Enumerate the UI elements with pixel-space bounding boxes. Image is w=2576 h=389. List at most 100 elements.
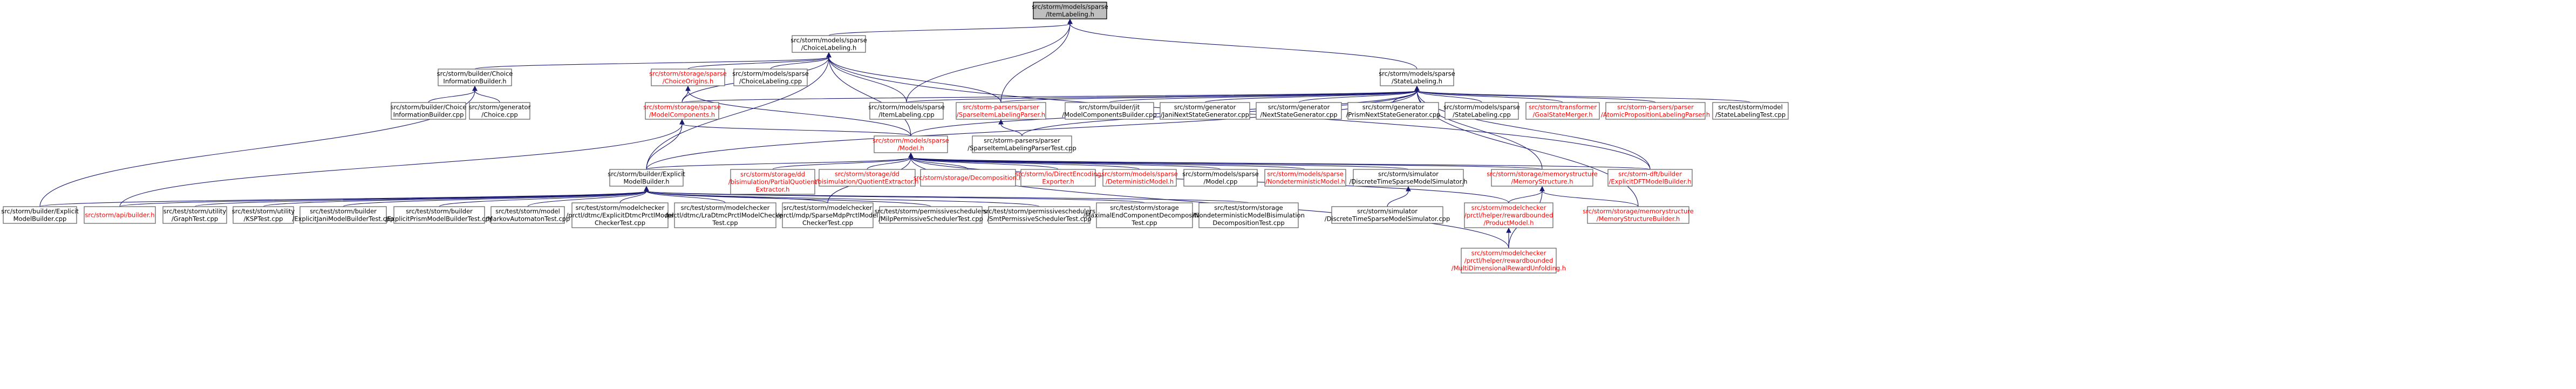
dependency-edge [828, 23, 1071, 36]
node-label-line: /SparseItemLabelingParserTest.cpp [967, 145, 1076, 152]
graph-node-nondeterministic-model[interactable]: src/storm/models/sparse/Nondeterministic… [1264, 169, 1346, 187]
node-label-line: src/test/storm/model [495, 208, 560, 215]
dependency-edge [1000, 90, 1418, 103]
node-box [299, 206, 387, 224]
node-label-line: /GraphTest.cpp [172, 215, 218, 223]
graph-node-nondet-bisim-test[interactable]: src/test/storm/storage/NondeterministicM… [1192, 202, 1305, 228]
node-label-line: /NondeterministicModel.h [1265, 178, 1345, 186]
node-label-line: src/storm/simulator [1357, 208, 1418, 215]
graph-node-jani-builder-test[interactable]: src/test/storm/builder/ExplicitJaniModel… [292, 206, 394, 224]
graph-node-next-state[interactable]: src/storm/generator/NextStateGenerator.c… [1256, 102, 1342, 120]
node-label-line: /ItemLabeling.cpp [878, 111, 934, 119]
dependency-edge [646, 190, 1040, 207]
graph-node-explicit-model-builder-cpp[interactable]: src/storm/builder/ExplicitModelBuilder.c… [1, 206, 79, 224]
graph-node-model-cpp[interactable]: src/storm/models/sparse/Model.cpp [1182, 169, 1259, 187]
graph-node-item-labeling-cpp[interactable]: src/storm/models/sparse/ItemLabeling.cpp [868, 102, 945, 120]
graph-node-choice-cpp[interactable]: src/storm/generator/Choice.cpp [469, 102, 531, 120]
node-box [1525, 102, 1600, 120]
graph-node-sparse-mdp-test[interactable]: src/test/storm/modelchecker/prctl/mdp/Sp… [778, 202, 878, 228]
node-label-line: /KSPTest.cpp [244, 215, 283, 223]
node-label-line: /DeterministicModel.h [1106, 178, 1174, 186]
graph-node-sparse-item-parser-h[interactable]: src/storm-parsers/parser/SparseItemLabel… [956, 102, 1046, 120]
graph-node-product-model-h[interactable]: src/storm/modelchecker/prctl/helper/rewa… [1464, 202, 1553, 228]
graph-node-maximal-end-component[interactable]: src/test/storm/storage/MaximalEndCompone… [1083, 202, 1206, 228]
node-box [1102, 169, 1177, 187]
graph-node-dtsm-simulator-h[interactable]: src/storm/simulator/DiscreteTimeSparseMo… [1350, 169, 1468, 187]
graph-node-memory-structure-h[interactable]: src/storm/storage/memorystructure/Memory… [1487, 169, 1598, 187]
node-label-line: /MarkovAutomatonTest.cpp [486, 215, 570, 223]
graph-node-choice-info-builder-h[interactable]: src/storm/builder/ChoiceInformationBuild… [437, 69, 513, 86]
graph-node-jit-components-builder[interactable]: src/storm/builder/jit/ModelComponentsBui… [1062, 102, 1157, 120]
graph-node-quotient-extractor[interactable]: src/storm/storage/dd/bisimulation/Quotie… [816, 169, 919, 187]
dependency-edge [906, 90, 1418, 103]
node-label-line: /GoalStateMerger.h [1532, 111, 1592, 119]
dependency-edge [1298, 90, 1418, 103]
graph-node-parser-test-cpp[interactable]: src/storm-parsers/parser/SparseItemLabel… [967, 135, 1076, 153]
graph-node-prism-builder-test[interactable]: src/test/storm/builder/ExplicitPrismMode… [385, 206, 493, 224]
graph-node-state-labeling-h[interactable]: src/storm/models/sparse/StateLabeling.h [1379, 69, 1455, 86]
graph-node-choice-info-builder-cpp[interactable]: src/storm/builder/ChoiceInformationBuild… [391, 102, 467, 120]
node-label-line: /JaniNextStateGenerator.cpp [1161, 111, 1249, 119]
graph-node-model-components-h[interactable]: src/storm/storage/sparse/ModelComponents… [643, 102, 721, 120]
node-label-line: /NextStateGenerator.cpp [1260, 111, 1337, 119]
dependency-edge [1416, 90, 1751, 103]
node-label-line: /MemoryStructure.h [1511, 178, 1573, 186]
edge-arrowhead [644, 186, 649, 192]
graph-node-api-builder[interactable]: src/storm/api/builder.h [84, 206, 156, 224]
dependency-edge [828, 57, 911, 137]
graph-node-dtsm-simulator-cpp[interactable]: src/storm/simulator/DiscreteTimeSparseMo… [1325, 206, 1450, 224]
graph-node-prism-next-state[interactable]: src/storm/generator/PrismNextStateGenera… [1346, 102, 1441, 120]
node-label-line: src/storm/storage/dd [835, 170, 899, 178]
graph-node-smt-permissive[interactable]: src/test/storm/permissiveschedulers/SmtP… [983, 206, 1095, 224]
graph-node-jani-next-state[interactable]: src/storm/generator/JaniNextStateGenerat… [1160, 102, 1250, 120]
node-box [920, 169, 1016, 187]
node-box [988, 206, 1091, 224]
graph-node-multi-dim-unfolding[interactable]: src/storm/modelchecker/prctl/helper/rewa… [1451, 248, 1566, 274]
graph-node-partial-quotient[interactable]: src/storm/storage/dd/bisimulation/Partia… [728, 169, 817, 195]
node-label-line: src/storm/generator [1362, 104, 1425, 111]
graph-node-choice-origins-h[interactable]: src/storm/storage/sparse/ChoiceOrigins.h [649, 69, 727, 86]
node-label-line: /prctl/dtmc/LraDtmcPrctlModelChecker [665, 211, 786, 219]
graph-node-memory-structure-builder[interactable]: src/storm/storage/memorystructure/Memory… [1583, 206, 1694, 224]
graph-node-decomposition-h[interactable]: src/storm/storage/Decomposition.h [914, 169, 1023, 187]
node-label-line: src/storm/builder/Choice [437, 70, 513, 78]
graph-node-deterministic-model[interactable]: src/storm/models/sparse/DeterministicMod… [1101, 169, 1178, 187]
node-box [782, 202, 874, 228]
node-label-line: ModelBuilder.h [623, 178, 669, 186]
graph-node-markov-automaton-test[interactable]: src/test/storm/model/MarkovAutomatonTest… [486, 206, 570, 224]
graph-node-atomic-prop-parser[interactable]: src/storm-parsers/parser/AtomicPropositi… [1601, 102, 1710, 120]
node-box [972, 135, 1072, 153]
node-box [438, 69, 512, 86]
node-label-line: Test.cpp [1131, 219, 1157, 227]
graph-node-milp-permissive[interactable]: src/test/storm/permissiveschedulers/Milp… [875, 206, 987, 224]
edge-arrowhead [1067, 18, 1073, 24]
dependency-edge [474, 90, 500, 103]
graph-node-state-labeling-test[interactable]: src/test/storm/model/StateLabelingTest.c… [1712, 102, 1789, 120]
dependency-edge [828, 57, 907, 103]
node-label-line: /prctl/dtmc/ExplicitDtmcPrctlModel [566, 211, 673, 219]
node-box [1160, 102, 1250, 120]
graph-node-goal-state-merger[interactable]: src/storm/transformer/GoalStateMerger.h [1525, 102, 1600, 120]
graph-node-ksp-test[interactable]: src/test/storm/utility/KSPTest.cpp [232, 206, 295, 224]
node-label-line: /ExplicitDFTModelBuilder.h [1609, 178, 1691, 186]
node-label-line: src/storm/transformer [1529, 104, 1597, 111]
graph-node-model-h[interactable]: src/storm/models/sparse/Model.h [873, 135, 949, 153]
graph-node-explicit-dtmc-prctl-test[interactable]: src/test/storm/modelchecker/prctl/dtmc/E… [566, 202, 674, 228]
graph-node-choice-labeling-h[interactable]: src/storm/models/sparse/ChoiceLabeling.h [790, 35, 867, 53]
graph-node-lra-dtmc-test[interactable]: src/test/storm/modelchecker/prctl/dtmc/L… [665, 202, 786, 228]
graph-node-choice-labeling-cpp[interactable]: src/storm/models/sparse/ChoiceLabeling.c… [732, 69, 809, 86]
dependency-edge [906, 23, 1071, 103]
node-label-line: /MaximalEndComponentDecomposition [1083, 211, 1206, 219]
graph-node-explicit-dft-builder[interactable]: src/storm-dft/builder/ExplicitDFTModelBu… [1607, 169, 1693, 187]
dependency-edge [1204, 90, 1418, 103]
node-box [490, 206, 565, 224]
node-label-line: /MilpPermissiveSchedulerTest.cpp [878, 215, 983, 223]
node-label-line: /ExplicitJaniModelBuilderTest.cpp [292, 215, 394, 223]
graph-node-graph-test[interactable]: src/test/storm/utility/GraphTest.cpp [162, 206, 227, 224]
graph-node-state-labeling-cpp[interactable]: src/storm/models/sparse/StateLabeling.cp… [1443, 102, 1520, 120]
edge-arrowhead [908, 152, 914, 158]
node-box [162, 206, 227, 224]
dependency-edge [910, 157, 1543, 170]
